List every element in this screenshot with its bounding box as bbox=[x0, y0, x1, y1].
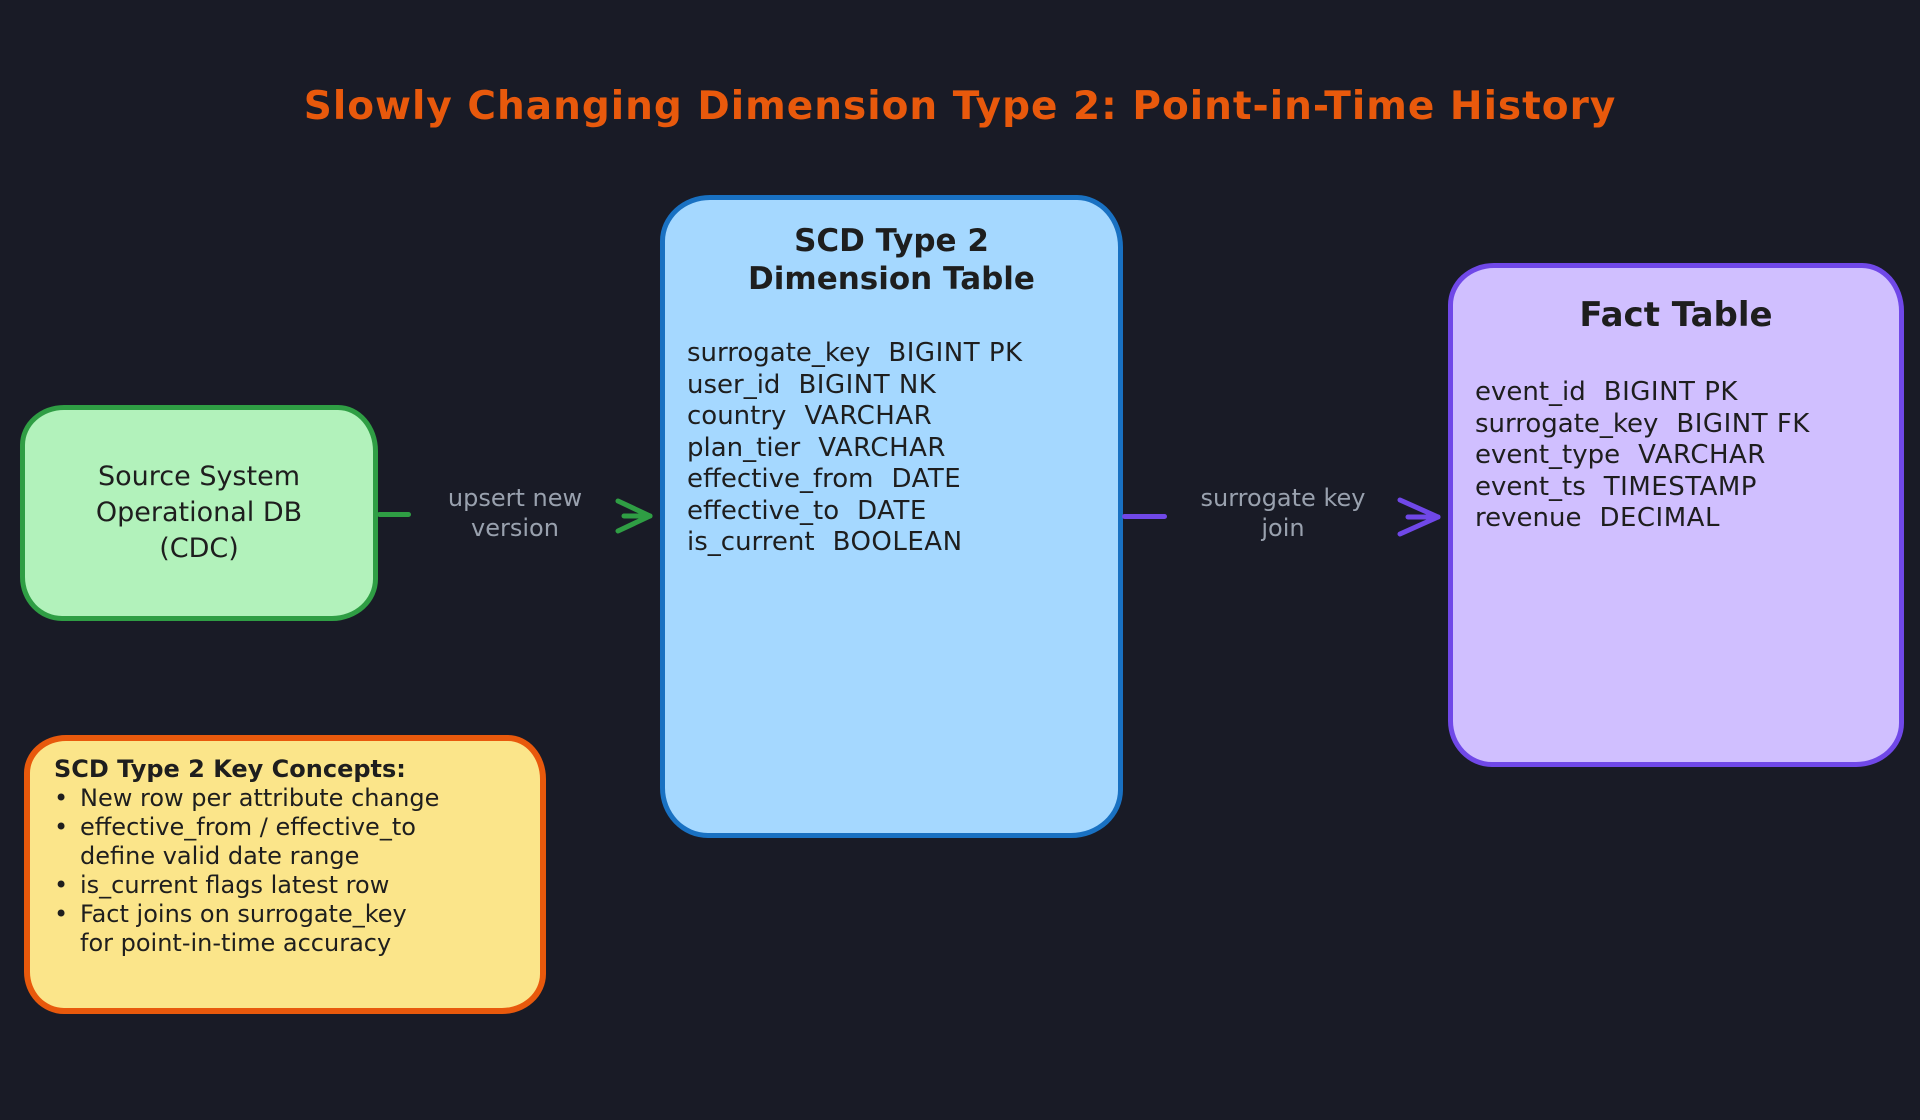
field-type: DATE bbox=[857, 495, 927, 526]
field-name: effective_from bbox=[687, 464, 874, 494]
field-name: plan_tier bbox=[687, 432, 801, 463]
field-row: user_id BIGINT NK bbox=[687, 370, 1118, 402]
upsert-edge-line bbox=[377, 512, 411, 517]
source-system-node: Source System Operational DB (CDC) bbox=[20, 405, 378, 621]
join-edge-label-line-2: join bbox=[1261, 514, 1305, 542]
source-line-3: (CDC) bbox=[159, 533, 239, 564]
field-type: VARCHAR bbox=[804, 401, 933, 431]
field-name: surrogate_key bbox=[1475, 408, 1659, 439]
field-type: DECIMAL bbox=[1599, 503, 1720, 533]
field-name: is_current bbox=[687, 527, 815, 557]
bullet-icon: • bbox=[54, 813, 69, 841]
field-row: event_type VARCHAR bbox=[1475, 440, 1899, 472]
field-type: BIGINT NK bbox=[798, 369, 937, 400]
diagram-title: Slowly Changing Dimension Type 2: Point-… bbox=[303, 84, 1617, 129]
note-text: effective_from / effective_to bbox=[80, 813, 416, 841]
source-line-2: Operational DB bbox=[95, 497, 303, 528]
field-row: event_ts TIMESTAMP bbox=[1475, 472, 1899, 504]
bullet-icon: • bbox=[54, 900, 69, 928]
field-row: effective_from DATE bbox=[687, 464, 1118, 496]
dimension-heading-line-2: Dimension Table bbox=[748, 261, 1035, 297]
note-line: • is_current flags latest row bbox=[54, 871, 518, 900]
field-type: BOOLEAN bbox=[832, 527, 963, 557]
note-line: define valid date range bbox=[54, 842, 518, 871]
bullet-icon: • bbox=[54, 871, 69, 899]
note-text: is_current flags latest row bbox=[80, 871, 390, 899]
fact-field-list: event_id BIGINT PK surrogate_key BIGINT FK… bbox=[1453, 377, 1899, 535]
field-row: is_current BOOLEAN bbox=[687, 527, 1118, 559]
note-text: define valid date range bbox=[80, 842, 360, 870]
field-type: TIMESTAMP bbox=[1603, 471, 1757, 502]
arrow-right-icon bbox=[614, 497, 654, 539]
fact-table-heading: Fact Table bbox=[1579, 295, 1773, 335]
key-concepts-note: SCD Type 2 Key Concepts: • New row per at… bbox=[24, 735, 546, 1014]
dimension-table-node: SCD Type 2 Dimension Table surrogate_key… bbox=[660, 195, 1123, 838]
field-name: event_type bbox=[1475, 440, 1621, 470]
join-edge-label-line-1: surrogate key bbox=[1200, 484, 1366, 512]
field-row: surrogate_key BIGINT PK bbox=[687, 338, 1118, 370]
upsert-edge-label-line-1: upsert new bbox=[447, 484, 583, 512]
field-name: country bbox=[687, 401, 787, 431]
upsert-edge-label: upsert new version bbox=[415, 483, 615, 543]
dimension-heading-line-1: SCD Type 2 bbox=[794, 223, 989, 259]
field-type: BIGINT PK bbox=[1603, 377, 1738, 407]
dimension-table-heading: SCD Type 2 Dimension Table bbox=[665, 222, 1118, 298]
note-line: • Fact joins on surrogate_key bbox=[54, 900, 518, 929]
field-name: revenue bbox=[1475, 503, 1582, 533]
field-row: revenue DECIMAL bbox=[1475, 503, 1899, 535]
note-text: for point-in-time accuracy bbox=[80, 929, 392, 957]
field-type: VARCHAR bbox=[1638, 440, 1766, 470]
bullet-icon bbox=[54, 929, 80, 958]
join-edge-label: surrogate key join bbox=[1170, 483, 1396, 543]
field-type: DATE bbox=[891, 464, 962, 494]
field-row: event_id BIGINT PK bbox=[1475, 377, 1899, 409]
note-text: New row per attribute change bbox=[80, 784, 440, 812]
join-edge-line bbox=[1122, 514, 1167, 519]
key-concepts-title: SCD Type 2 Key Concepts: bbox=[54, 755, 406, 783]
field-row: plan_tier VARCHAR bbox=[687, 433, 1118, 465]
note-line: • New row per attribute change bbox=[54, 784, 518, 813]
field-name: event_ts bbox=[1475, 471, 1586, 502]
field-row: surrogate_key BIGINT FK bbox=[1475, 409, 1899, 441]
field-row: country VARCHAR bbox=[687, 401, 1118, 433]
note-text: Fact joins on surrogate_key bbox=[80, 900, 407, 928]
field-name: effective_to bbox=[687, 495, 840, 526]
field-name: surrogate_key bbox=[687, 338, 871, 368]
field-type: BIGINT PK bbox=[888, 338, 1023, 368]
field-name: user_id bbox=[687, 369, 781, 400]
upsert-edge-label-line-2: version bbox=[471, 514, 559, 542]
field-type: VARCHAR bbox=[818, 432, 946, 463]
source-line-1: Source System bbox=[98, 461, 300, 492]
field-row: effective_to DATE bbox=[687, 496, 1118, 528]
note-line: • effective_from / effective_to bbox=[54, 813, 518, 842]
field-type: BIGINT FK bbox=[1676, 408, 1810, 439]
bullet-icon: • bbox=[54, 784, 69, 812]
note-line: for point-in-time accuracy bbox=[54, 929, 518, 958]
field-name: event_id bbox=[1475, 377, 1586, 407]
arrow-right-icon bbox=[1396, 496, 1442, 542]
fact-table-node: Fact Table event_id BIGINT PK surrogate_k… bbox=[1448, 263, 1904, 767]
bullet-icon bbox=[54, 842, 80, 871]
